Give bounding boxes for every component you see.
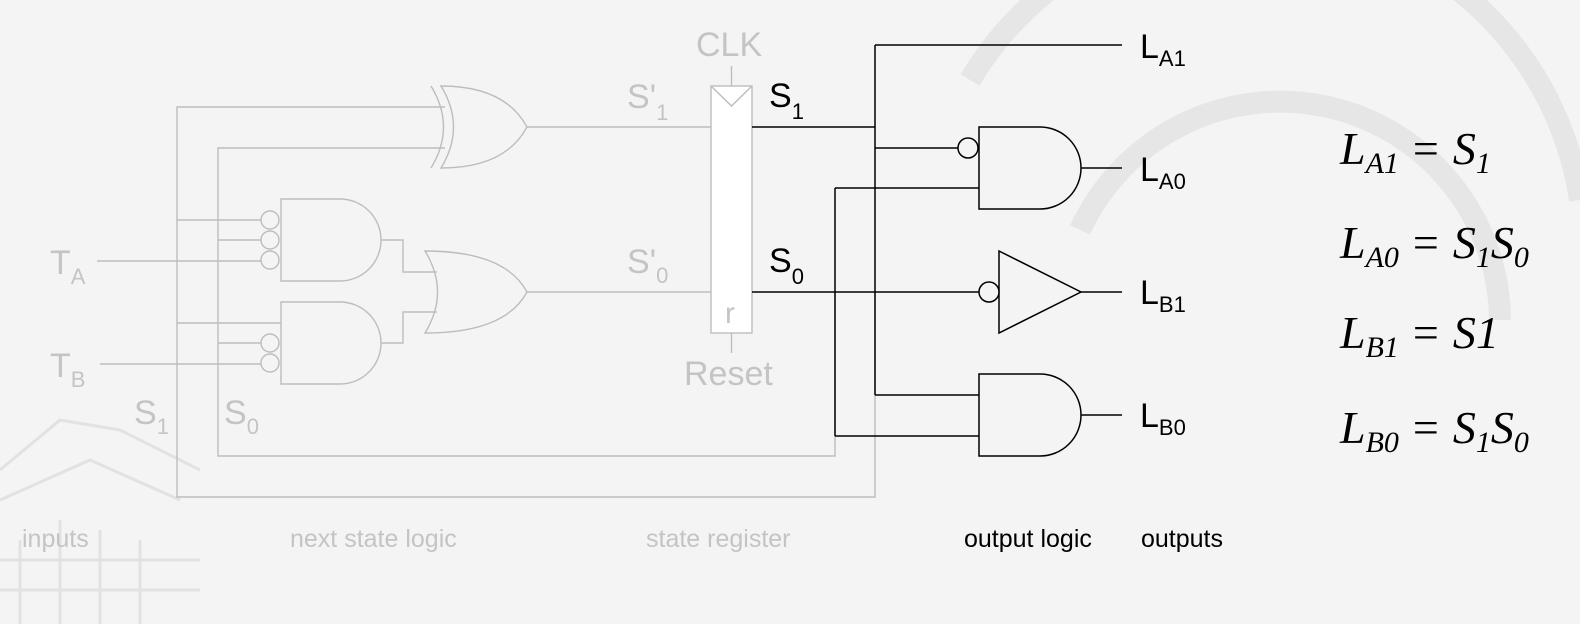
eq-op: = — [1412, 307, 1439, 358]
eq-term-sub: 1 — [1475, 147, 1491, 180]
and-gate-la0 — [978, 126, 1082, 210]
eq-term-sub: 1 — [1475, 241, 1491, 274]
eq-term: S — [1490, 402, 1514, 453]
equation-lb0: LB0=S1S0 — [1340, 402, 1529, 458]
inverter-bubble — [260, 333, 280, 353]
register-r-label: r — [725, 297, 735, 330]
wire — [381, 239, 437, 273]
equation-la1: LA1 = S1 — [1340, 123, 1491, 179]
output-label-lb1: LB1 — [1140, 274, 1186, 317]
output-label-la0: LA0 — [1140, 151, 1186, 194]
eq-lhs: L — [1340, 402, 1366, 453]
section-outputs: outputs — [1141, 525, 1223, 553]
wire — [381, 311, 437, 344]
eq-term-sub: 0 — [1513, 426, 1529, 459]
eq-lhs-sub: A0 — [1365, 241, 1399, 274]
eq-lhs-sub: B1 — [1365, 331, 1399, 364]
section-state-register: state register — [646, 525, 791, 553]
inverter-buffer-lb1 — [998, 249, 1083, 335]
eq-lhs: L — [1340, 217, 1366, 268]
inverter-bubble — [260, 210, 280, 230]
eq-term: S — [1490, 217, 1514, 268]
section-next-state-logic: next state logic — [290, 525, 457, 553]
eq-lhs: L — [1340, 123, 1366, 174]
xor-gate-extra-arc — [430, 85, 445, 169]
eq-term: S1 — [1452, 307, 1499, 358]
inverter-bubble — [957, 137, 979, 159]
equation-la0: LA0=S1S0 — [1340, 217, 1529, 273]
next-state-label-s0: S'0 — [627, 243, 668, 288]
equation-lb1: LB1 = S1 — [1340, 307, 1499, 363]
next-state-logic — [97, 85, 876, 498]
inverter-bubble — [260, 353, 280, 373]
inverter-bubble — [260, 250, 280, 270]
output-label-la1: LA1 — [1140, 28, 1186, 71]
state-label-s0: S0 — [769, 242, 804, 289]
watermark-building-icon — [0, 418, 201, 624]
register-box — [710, 85, 753, 334]
eq-lhs: L — [1340, 307, 1366, 358]
eq-op: = — [1412, 402, 1439, 453]
eq-term: S — [1452, 123, 1476, 174]
inverter-bubble — [978, 281, 1000, 303]
input-label-tb: TB — [50, 347, 85, 392]
feedback-label-s0: S0 — [224, 394, 259, 439]
reset-label: Reset — [684, 355, 773, 393]
input-label-ta: TA — [50, 244, 86, 289]
xor-gate — [439, 85, 528, 169]
eq-lhs-sub: A1 — [1365, 147, 1399, 180]
eq-op: = — [1412, 123, 1439, 174]
wire-s1-feedback — [176, 106, 876, 498]
feedback-label-s1: S1 — [134, 394, 169, 439]
or-gate — [423, 250, 528, 334]
clock-triangle — [710, 85, 753, 107]
next-state-label-s1: S'1 — [627, 78, 668, 125]
state-register — [710, 66, 753, 353]
and-gate-upper — [280, 198, 382, 282]
state-label-s1: S1 — [769, 77, 804, 124]
and-gate-lb0 — [978, 373, 1082, 457]
eq-term: S — [1452, 402, 1476, 453]
output-logic — [752, 44, 1122, 457]
eq-term: S — [1452, 217, 1476, 268]
eq-term-sub: 0 — [1513, 241, 1529, 274]
eq-lhs-sub: B0 — [1365, 426, 1399, 459]
and-gate-lower — [280, 301, 382, 385]
output-label-lb0: LB0 — [1140, 397, 1186, 440]
labels: TA TB S1 S0 S'1 S'0 CLK Reset r S1 S0 LA — [22, 26, 1223, 553]
section-output-logic: output logic — [964, 525, 1092, 553]
clk-label: CLK — [696, 26, 762, 64]
inverter-bubble — [260, 230, 280, 250]
watermark-seal-icon — [960, 0, 1580, 321]
eq-term-sub: 1 — [1475, 426, 1491, 459]
eq-op: = — [1412, 217, 1439, 268]
section-inputs: inputs — [22, 525, 89, 553]
